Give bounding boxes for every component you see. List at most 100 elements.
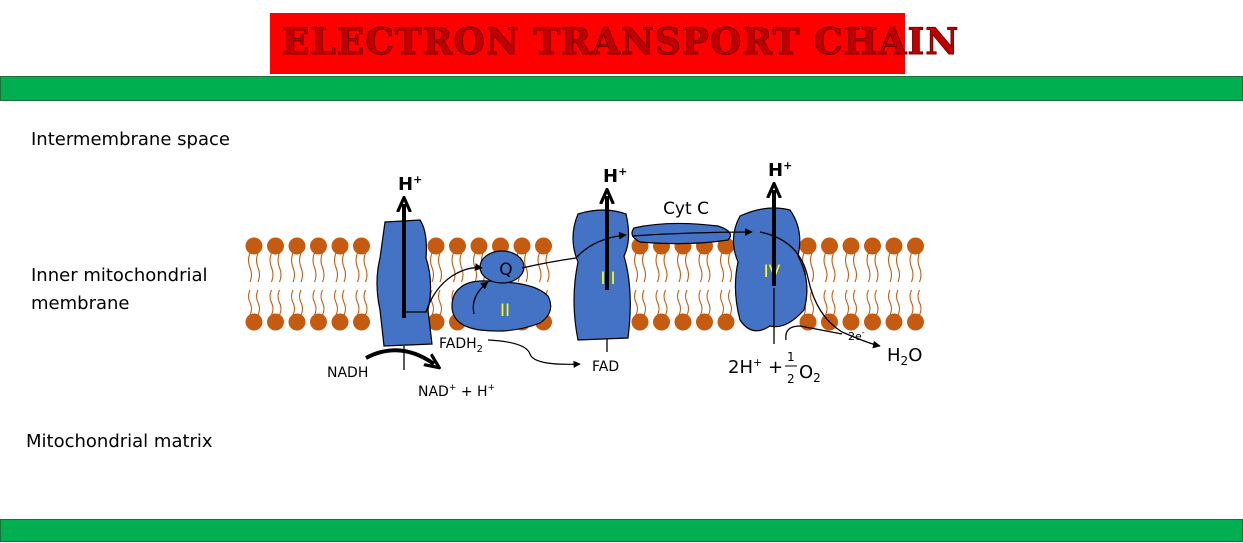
lipid-head [717, 313, 735, 331]
lipid-tail [655, 289, 660, 316]
proton-label-complex-iii: H+ [603, 165, 627, 187]
complex-iv-shape [732, 207, 808, 332]
lipid-head [288, 313, 306, 331]
cytochrome-c-label: Cyt C [663, 199, 709, 219]
lipid-tail [641, 252, 647, 283]
lipid-tail [663, 289, 668, 316]
lipid-tail [341, 289, 347, 316]
lipid-head [907, 313, 924, 331]
inner-membrane-label-line1: Inner mitochondrial [31, 265, 208, 286]
lipid-tail [831, 289, 836, 316]
lipid-head [470, 237, 488, 255]
lipid-head [535, 237, 552, 255]
lipid-tail [451, 252, 456, 283]
lipid-head [288, 237, 306, 255]
electron-path-cytc-to-complex-iv [631, 228, 753, 237]
lipid-tail [809, 289, 815, 316]
mitochondrial-matrix-label: Mitochondrial matrix [26, 431, 213, 452]
lipid-head [653, 313, 670, 331]
lipid-head [267, 237, 284, 255]
fadh2-label: FADH2 [439, 336, 483, 355]
lipid-tail [684, 289, 690, 316]
lipid-tail [676, 252, 682, 283]
electron-path-complex-i-to-q [404, 263, 483, 313]
lipid-tail [298, 252, 304, 283]
lipid-tail [633, 252, 639, 283]
lipid-tail [844, 289, 850, 316]
oxygen-label: O2 [799, 362, 821, 385]
lipid-tail [269, 289, 274, 316]
half-numerator: 1 [787, 350, 795, 364]
lipid-tail [727, 289, 733, 316]
lipid-head [885, 313, 903, 331]
lipid-head [799, 237, 817, 255]
lipid-tail [809, 252, 815, 283]
lipid-tail [719, 289, 725, 316]
lipid-tail [320, 289, 325, 316]
lipid-tail [312, 289, 317, 316]
lipid-tail [852, 252, 858, 283]
water-label: H2O [887, 345, 922, 368]
lipid-head [353, 313, 370, 331]
proton-label-complex-i: H+ [398, 173, 422, 195]
inner-membrane-label-line2: membrane [31, 293, 130, 314]
lipid-head [245, 237, 263, 255]
lipid-tail [429, 289, 435, 316]
proton-label-complex-iv: H+ [768, 159, 792, 181]
lipid-head [331, 237, 349, 255]
lipid-tail [887, 289, 893, 316]
lipid-tail [917, 289, 922, 316]
lipid-tail [255, 252, 261, 283]
lipid-head [449, 237, 466, 255]
page-title: ELECTRON TRANSPORT CHAIN [281, 21, 960, 64]
lipid-tail [269, 252, 274, 283]
lipid-tail [866, 252, 871, 283]
lipid-tail [277, 289, 282, 316]
lipid-head [513, 237, 531, 255]
lipid-head [674, 313, 692, 331]
lipid-tail [663, 252, 668, 283]
lipid-tail [247, 252, 253, 283]
lipid-tail [290, 252, 296, 283]
lipid-tail [727, 252, 733, 283]
lipid-tail [247, 289, 253, 316]
lipid-head [427, 237, 445, 255]
half-denominator: 2 [787, 372, 795, 386]
lipid-head [907, 237, 924, 255]
lipid-tail [333, 289, 339, 316]
lipid-head [267, 313, 284, 331]
lipid-tail [866, 289, 871, 316]
lipid-tail [844, 252, 850, 283]
lipid-tail [459, 252, 464, 283]
lipid-tail [874, 289, 879, 316]
title-banner: ELECTRON TRANSPORT CHAIN [270, 13, 959, 74]
lipid-tail [655, 252, 660, 283]
lipid-head [245, 313, 263, 331]
lipid-tail [429, 252, 435, 283]
lipid-head [310, 237, 327, 255]
oxygen-to-water-line [785, 325, 843, 341]
lipid-tail [437, 252, 443, 283]
lipid-head [821, 237, 838, 255]
lipid-head [842, 313, 860, 331]
lipid-tail [298, 289, 304, 316]
lipid-head [864, 313, 881, 331]
lipid-tail [909, 289, 914, 316]
lipid-head [631, 313, 649, 331]
lipid-tail [887, 252, 893, 283]
lipid-tail [698, 252, 703, 283]
lipid-tail [895, 252, 901, 283]
lipid-tail [255, 289, 261, 316]
lipid-tail [437, 289, 443, 316]
two-electrons-label: 2e- [848, 328, 865, 343]
fadh2-to-fad-arrow [487, 339, 581, 368]
lipid-head [696, 313, 713, 331]
lipid-tail [333, 252, 339, 283]
lipid-tail [537, 252, 542, 283]
lipid-bilayer [245, 237, 924, 331]
lipid-tail [363, 289, 368, 316]
lipid-tail [676, 289, 682, 316]
lipid-tail [909, 252, 914, 283]
lipid-tail [823, 289, 828, 316]
lipid-head [353, 237, 370, 255]
